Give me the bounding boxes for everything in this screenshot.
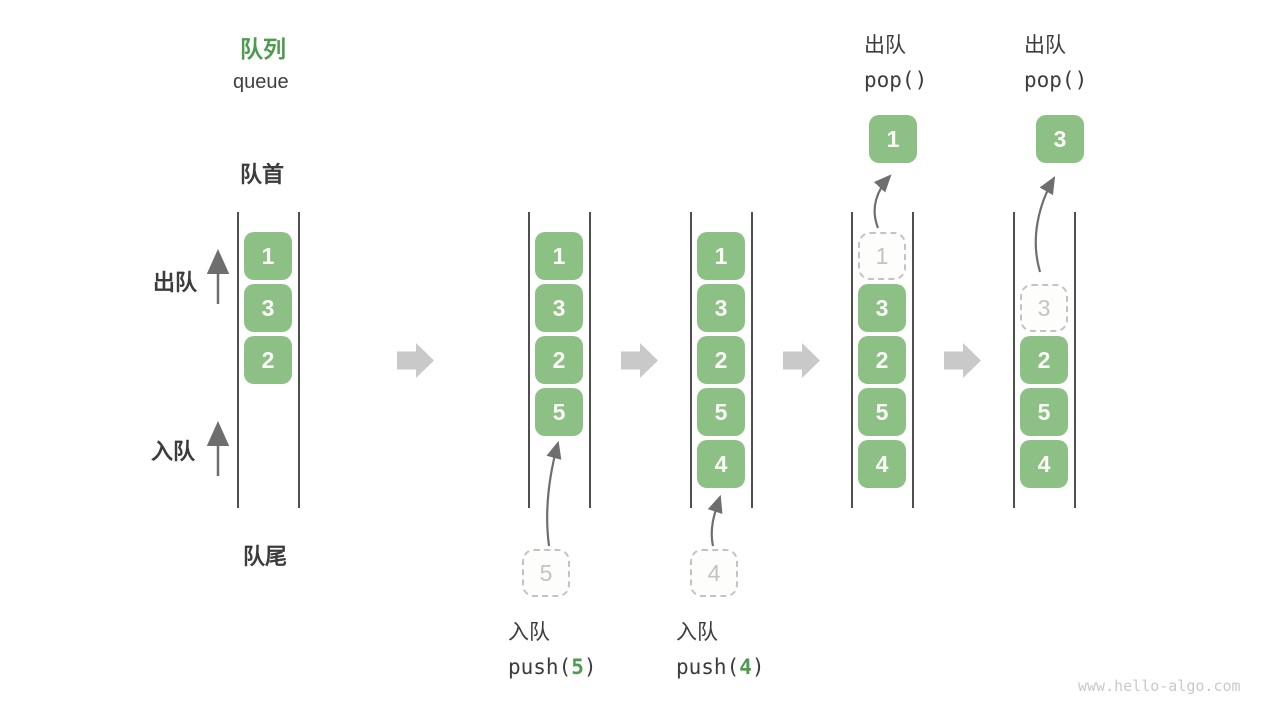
push-arg-text: 4 — [739, 655, 752, 679]
queue-2-left-wall — [528, 212, 530, 508]
diagram-title-zh: 队列 — [240, 36, 286, 62]
diagram-title-en: queue — [233, 71, 289, 93]
watermark: www.hello-algo.com — [1078, 677, 1241, 695]
queue-cell: 3 — [535, 284, 583, 332]
queue-cell: 2 — [535, 336, 583, 384]
queue-cell: 1 — [535, 232, 583, 280]
queue-cell: 2 — [1020, 336, 1068, 384]
push-operation-label: 入队 push(4) — [676, 615, 765, 685]
queue-cell: 2 — [244, 336, 292, 384]
push-arg-text: 5 — [571, 655, 584, 679]
push-label-code: push(5) — [508, 650, 597, 685]
pop-label-code: pop() — [864, 68, 928, 92]
label-dequeue: 出队 — [153, 270, 198, 295]
label-queue-front: 队首 — [240, 162, 285, 187]
push-operation-label: 入队 push(5) — [508, 615, 597, 685]
pop-1-arrow — [873, 174, 892, 229]
push-label-zh: 入队 — [508, 621, 550, 644]
queue-cell: 5 — [697, 388, 745, 436]
staged-cell: 5 — [522, 549, 570, 597]
queue-4-left-wall — [851, 212, 853, 508]
pop-operation-label: 出队 pop() — [864, 28, 927, 98]
pop-label-code: pop() — [1024, 68, 1088, 92]
pop-label-zh: 出队 — [864, 34, 906, 57]
step-arrow-icon — [783, 343, 820, 378]
push-close-paren: ) — [583, 655, 597, 679]
pop-operation-label: 出队 pop() — [1024, 28, 1087, 98]
queue-cell: 5 — [1020, 388, 1068, 436]
push-label-zh: 入队 — [676, 621, 718, 644]
queue-2-right-wall — [589, 212, 591, 508]
queue-3-right-wall — [751, 212, 753, 508]
popped-cell: 3 — [1036, 115, 1084, 163]
queue-cell-removed: 3 — [1020, 284, 1068, 332]
label-queue-rear: 队尾 — [243, 544, 288, 569]
queue-cell: 2 — [697, 336, 745, 384]
push-label-code: push(4) — [676, 650, 765, 685]
queue-4-right-wall — [912, 212, 914, 508]
step-arrow-icon — [621, 343, 658, 378]
queue-cell: 3 — [697, 284, 745, 332]
queue-cell: 4 — [1020, 440, 1068, 488]
push-fn-text: push( — [676, 655, 740, 679]
push-5-arrow — [546, 440, 562, 547]
queue-cell: 4 — [858, 440, 906, 488]
staged-cell: 4 — [690, 549, 738, 597]
queue-cell: 5 — [535, 388, 583, 436]
queue-5-right-wall — [1074, 212, 1076, 508]
queue-5-left-wall — [1013, 212, 1015, 508]
push-fn-text: push( — [508, 655, 572, 679]
queue-cell-removed: 1 — [858, 232, 906, 280]
push-close-paren: ) — [751, 655, 765, 679]
queue-cell: 1 — [244, 232, 292, 280]
queue-1-left-wall — [237, 212, 239, 508]
queue-cell: 3 — [244, 284, 292, 332]
queue-cell: 4 — [697, 440, 745, 488]
popped-cell: 1 — [869, 115, 917, 163]
queue-cell: 5 — [858, 388, 906, 436]
pop-label-zh: 出队 — [1024, 34, 1066, 57]
queue-cell: 3 — [858, 284, 906, 332]
pop-3-arrow — [1034, 176, 1056, 273]
step-arrow-icon — [397, 343, 434, 378]
queue-1-right-wall — [298, 212, 300, 508]
push-4-arrow — [707, 494, 723, 547]
queue-3-left-wall — [690, 212, 692, 508]
step-arrow-icon — [944, 343, 981, 378]
queue-cell: 1 — [697, 232, 745, 280]
label-enqueue: 入队 — [151, 439, 196, 464]
queue-cell: 2 — [858, 336, 906, 384]
